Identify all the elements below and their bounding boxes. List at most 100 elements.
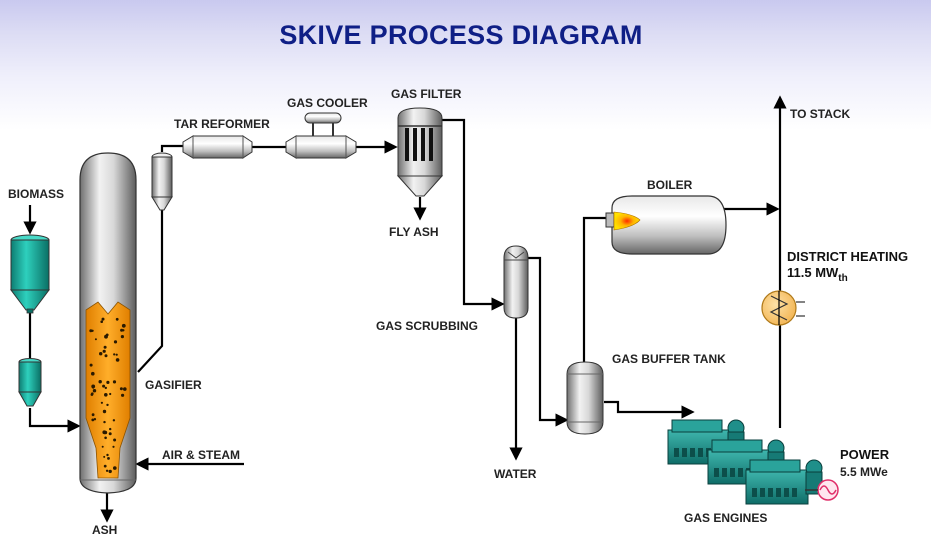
pipes	[23, 95, 787, 523]
page-title: SKIVE PROCESS DIAGRAM	[279, 20, 643, 50]
bed-particle	[106, 380, 110, 384]
label-gas-scrubbing: GAS SCRUBBING	[376, 319, 478, 333]
bed-particle	[99, 352, 103, 356]
bed-particle	[115, 317, 119, 321]
bed-particle	[104, 436, 107, 440]
gasifier-to-cyclone-pipe	[137, 210, 164, 373]
bed-particle	[101, 317, 105, 321]
bed-particle	[91, 371, 95, 376]
bed-particle	[104, 354, 108, 358]
bed-particle	[113, 438, 117, 442]
bed-particle	[91, 329, 94, 332]
bed-particle	[91, 418, 95, 422]
gasifier-bed	[85, 301, 131, 479]
bed-particle	[115, 353, 118, 356]
bed-particle	[106, 453, 109, 457]
label-gas-cooler: GAS COOLER	[287, 96, 368, 110]
bed-particle	[108, 469, 112, 474]
gasifier-vessel	[79, 152, 137, 494]
labels: BIOMASS TAR REFORMER GAS COOLER GAS FILT…	[8, 87, 908, 537]
boiler	[605, 195, 727, 255]
bed-particle	[112, 445, 115, 448]
screw-feeder	[18, 358, 42, 407]
bed-particle	[105, 469, 109, 472]
label-power: POWER	[840, 447, 890, 462]
district-heating-exchanger	[761, 290, 805, 326]
bed-particle	[107, 457, 110, 460]
buffer-to-engines-pipe	[604, 400, 695, 419]
label-water: WATER	[494, 467, 537, 481]
bed-particle	[112, 419, 116, 422]
bed-particle	[91, 384, 96, 389]
bed-particle	[91, 392, 94, 396]
label-ash: ASH	[92, 523, 117, 537]
bed-particle	[113, 466, 117, 470]
bed-particle	[104, 393, 108, 397]
bed-particle	[121, 393, 125, 397]
cyclone-to-reformer-pipe	[160, 144, 183, 152]
label-power-value: 5.5 MWe	[840, 465, 888, 479]
bed-particle	[123, 387, 127, 391]
bed-particle	[108, 432, 112, 436]
bed-particle	[103, 455, 106, 458]
buffer-to-boiler-pipe	[582, 216, 606, 364]
label-air-steam: AIR & STEAM	[162, 448, 240, 462]
tar-reformer	[182, 135, 253, 159]
scrubber-to-buffer-pipe	[528, 256, 569, 427]
label-gas-buffer-tank: GAS BUFFER TANK	[612, 352, 726, 366]
bed-particle	[102, 349, 106, 353]
gas-filter	[396, 107, 444, 197]
label-biomass: BIOMASS	[8, 187, 64, 201]
biomass-hopper	[10, 234, 50, 314]
bed-particle	[91, 413, 95, 417]
gas-engine-3	[745, 459, 823, 505]
label-fly-ash: FLY ASH	[389, 225, 439, 239]
bed-particle	[100, 320, 103, 324]
bed-particle	[103, 464, 107, 468]
bed-particle	[113, 340, 118, 344]
bed-particle	[89, 363, 93, 367]
bed-particle	[115, 358, 120, 362]
gas-buffer-tank	[566, 361, 604, 435]
bed-particle	[100, 401, 103, 404]
gas-cooler	[285, 112, 357, 159]
bed-particle	[94, 338, 97, 341]
gasifier-bed-particles	[89, 317, 127, 474]
bed-particle	[106, 403, 109, 407]
bed-particle	[101, 445, 104, 448]
label-tar-reformer: TAR REFORMER	[174, 117, 270, 131]
bed-particle	[103, 420, 106, 424]
bed-particle	[103, 430, 108, 435]
label-district-heating-value: 11.5 MWth	[787, 265, 848, 284]
gas-scrubber	[503, 245, 529, 319]
bed-particle	[92, 389, 97, 393]
bed-particle	[98, 380, 102, 384]
bed-particle	[102, 409, 107, 414]
bed-particle	[102, 384, 106, 388]
bed-particle	[93, 418, 97, 421]
bed-particle	[109, 392, 112, 396]
bed-particle	[122, 329, 125, 332]
label-district-heating: DISTRICT HEATING	[787, 249, 908, 264]
cyclone	[151, 152, 173, 211]
bed-particle	[113, 353, 116, 356]
bed-particle	[104, 386, 108, 390]
label-boiler: BOILER	[647, 178, 693, 192]
bed-particle	[119, 387, 123, 391]
bed-particle	[112, 380, 117, 384]
gas-engines	[667, 419, 823, 505]
bed-particle	[121, 323, 126, 328]
feeder-to-gasifier-pipe	[28, 408, 81, 433]
label-gasifier: GASIFIER	[145, 378, 202, 392]
generator-icon	[805, 479, 839, 501]
label-district-heating-subscript: th	[838, 273, 847, 284]
label-gas-filter: GAS FILTER	[391, 87, 462, 101]
filter-to-scrubber-pipe	[442, 118, 505, 311]
bed-particle	[103, 345, 107, 349]
bed-particle	[109, 427, 112, 431]
label-gas-engines: GAS ENGINES	[684, 511, 767, 525]
bed-particle	[120, 335, 124, 339]
bed-particle	[105, 333, 109, 337]
